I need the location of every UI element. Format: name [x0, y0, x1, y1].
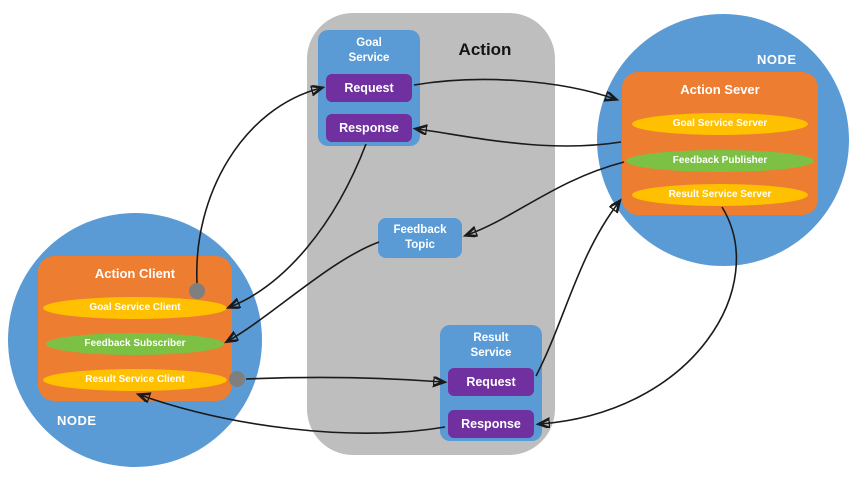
client-node-label: NODE [57, 413, 97, 428]
result-request-button: Request [448, 368, 534, 396]
server-node-circle: NODE Action Sever Goal Service Server Fe… [597, 14, 849, 266]
action-server-title: Action Sever [680, 82, 760, 97]
action-client-title: Action Client [94, 266, 176, 281]
result-connector-dot [229, 371, 245, 387]
goal-service-client-pill: Goal Service Client [43, 297, 227, 319]
goal-connector-dot [189, 283, 205, 299]
feedback-subscriber-pill: Feedback Subscriber [46, 333, 224, 355]
feedback-publisher-pill: Feedback Publisher [626, 150, 814, 172]
result-service-client-pill: Result Service Client [43, 369, 227, 391]
goal-service-server-pill: Goal Service Server [632, 113, 808, 135]
action-title: Action [458, 40, 512, 59]
client-node-circle: NODE Action Client Goal Service Client F… [8, 213, 262, 467]
goal-request-button: Request [326, 74, 412, 102]
feedback-topic-box: Feedback Topic [378, 218, 462, 258]
goal-service-box: Goal Service Request Response [318, 30, 420, 146]
server-node-label: NODE [757, 52, 797, 67]
result-service-box: Result Service Request Response [440, 325, 542, 441]
result-response-button: Response [448, 410, 534, 438]
goal-service-title: Goal Service [348, 37, 390, 64]
goal-response-button: Response [326, 114, 412, 142]
action-server-box: Action Sever Goal Service Server Feedbac… [622, 72, 818, 215]
feedback-topic-title: Feedback Topic [393, 224, 447, 251]
result-service-title: Result Service [470, 332, 512, 359]
action-client-box: Action Client Goal Service Client Feedba… [38, 256, 232, 401]
result-service-server-pill: Result Service Server [632, 184, 808, 206]
